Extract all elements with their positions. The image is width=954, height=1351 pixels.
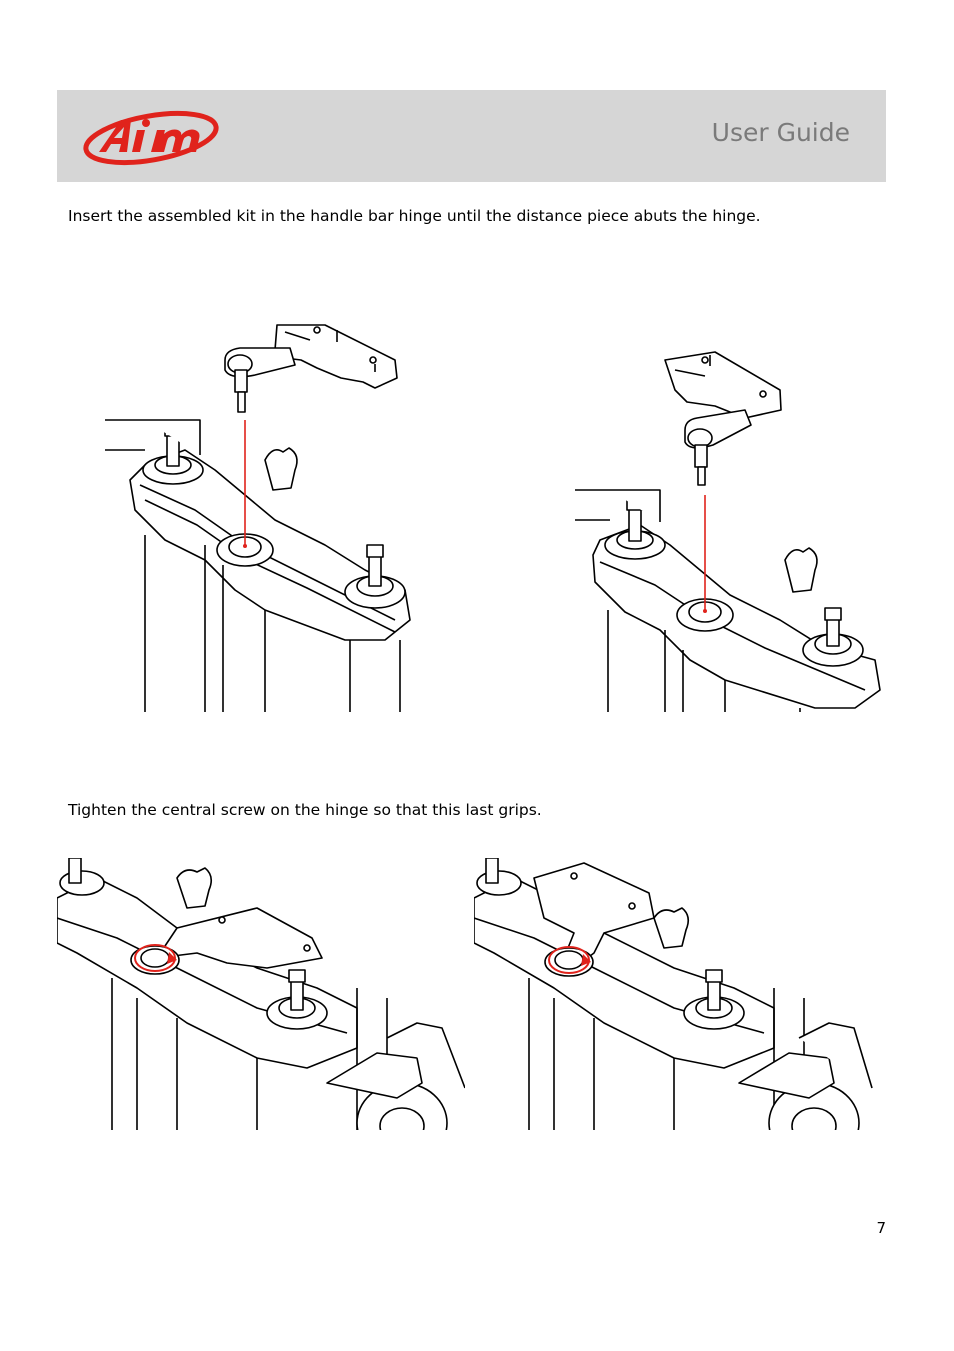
aim-logo [83, 110, 219, 166]
handlebar-hinge-drawing [57, 858, 465, 1130]
step-2-instruction: Tighten the central screw on the hinge s… [68, 801, 542, 819]
page-header: User Guide [57, 90, 886, 182]
page-number: 7 [876, 1219, 886, 1237]
handlebar-hinge-drawing [474, 858, 873, 1130]
handlebar-hinge-drawing [575, 351, 881, 712]
header-title: User Guide [711, 118, 850, 147]
step-1-instruction: Insert the assembled kit in the handle b… [68, 207, 761, 225]
handlebar-hinge-drawing [105, 324, 411, 712]
